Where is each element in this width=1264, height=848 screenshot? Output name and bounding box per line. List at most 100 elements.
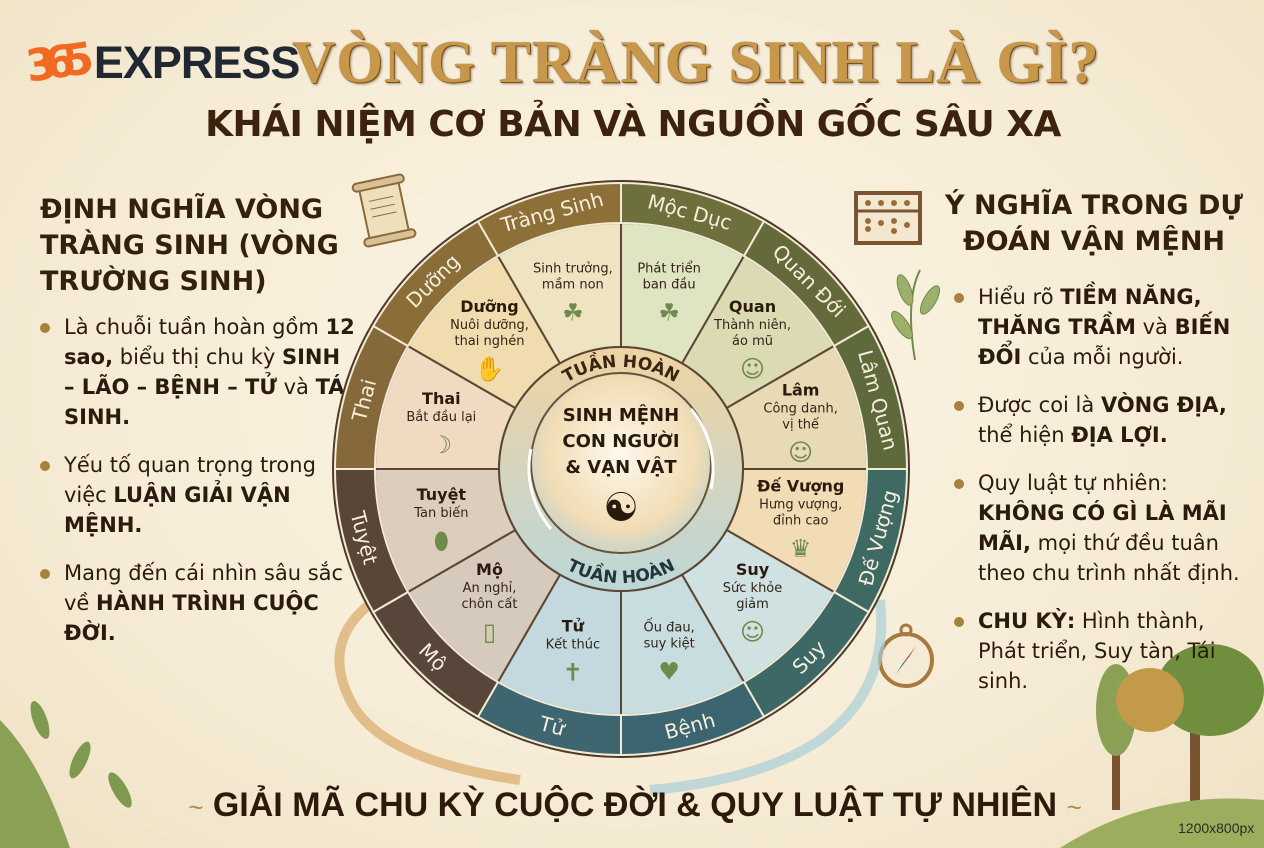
segment-desc: giảm	[736, 597, 769, 612]
elder-icon: ☺	[740, 618, 765, 646]
fetus-icon: ☽	[431, 431, 453, 459]
segment-desc: Bắt đầu lại	[406, 410, 476, 425]
bullet-text: Quy luật tự nhiên:	[978, 471, 1168, 495]
footer-banner: ~ GIẢI MÃ CHU KỲ CUỘC ĐỜI & QUY LUẬT TỰ …	[160, 786, 1110, 825]
brand-logo[interactable]: 365 EXPRESS	[23, 32, 301, 94]
grave-cross-icon: ✝	[563, 659, 583, 687]
cycle-arrow-icon	[527, 448, 553, 530]
segment-desc: Công danh,	[763, 401, 837, 416]
bullet-item: Mang đến cái nhìn sâu sắc về HÀNH TRÌNH …	[36, 558, 356, 648]
bullet-text: Yếu tố quan trọng trong việc	[64, 453, 316, 507]
segment-desc: Thành niên,	[713, 318, 791, 333]
segment-title: Tuyệt	[417, 485, 467, 504]
scroll-icon	[351, 173, 417, 248]
segment-desc: đỉnh cao	[773, 514, 829, 529]
bullet-dot-icon	[954, 617, 964, 627]
size-note: 1200x800px	[1178, 820, 1255, 836]
center-core	[530, 372, 712, 554]
bullet-emphasis: BIẾN ĐỔI	[978, 315, 1231, 369]
bullet-emphasis: ĐỊA LỢI.	[1071, 423, 1168, 447]
bullet-text: và	[276, 375, 316, 399]
page-subtitle: KHÁI NIỆM CƠ BẢN VÀ NGUỒN GỐC SÂU XA	[205, 104, 1061, 145]
bullet-item: Được coi là VÒNG ĐỊA, thể hiện ĐỊA LỢI.	[950, 390, 1250, 450]
bullet-dot-icon	[954, 293, 964, 303]
swirl-right-icon: ~	[1066, 792, 1082, 822]
sprout-icon: ☘	[562, 298, 584, 326]
yin-yang-icon: ☯	[603, 485, 639, 531]
bullet-emphasis: SINH – LÃO – BỆNH – TỬ	[64, 345, 341, 399]
segment-desc: Hưng vượng,	[759, 498, 842, 513]
definition-heading: ĐỊNH NGHĨA VÒNG TRÀNG SINH (VÒNG TRƯỜNG …	[40, 194, 339, 297]
bullet-item: Hiểu rõ TIỀM NĂNG, THĂNG TRẦM và BIẾN ĐỔ…	[950, 282, 1250, 372]
segment-title: Tử	[562, 617, 585, 636]
abacus-icon	[854, 191, 922, 245]
swirl-water	[649, 599, 887, 795]
sprout-icon: ☘	[658, 298, 680, 326]
bullet-item: Là chuỗi tuần hoàn gồm 12 sao, biểu thị …	[36, 312, 356, 432]
cycle-arrow-icon	[689, 408, 715, 490]
segment-title: Mộ	[476, 560, 503, 579]
segment-desc: Nuôi dưỡng,	[450, 318, 529, 333]
bullet-text: Hình thành, Phát triển, Suy tàn, Tái sin…	[978, 609, 1216, 693]
bullet-dot-icon	[954, 479, 964, 489]
segment-desc: thai nghén	[454, 334, 524, 349]
segment-desc: An nghỉ,	[463, 581, 517, 596]
segment-desc: Tan biến	[413, 506, 468, 521]
bullet-text: Được coi là	[978, 393, 1101, 417]
bullet-emphasis: LUẬN GIẢI VẬN MỆNH.	[64, 483, 291, 537]
bullet-emphasis: KHÔNG CÓ GÌ LÀ MÃI MÃI,	[978, 501, 1227, 555]
businessman-icon: ☺	[788, 438, 813, 466]
bullet-item: Yếu tố quan trọng trong việc LUẬN GIẢI V…	[36, 450, 356, 540]
bullet-emphasis: TIỀM NĂNG, THĂNG TRẦM	[978, 285, 1202, 339]
tree-icon	[0, 644, 1264, 848]
segment-desc: mầm non	[542, 277, 604, 292]
swirl-left-icon: ~	[188, 792, 204, 822]
segment-title: Thai	[422, 389, 461, 408]
bullet-item: Quy luật tự nhiên: KHÔNG CÓ GÌ LÀ MÃI MÃ…	[950, 468, 1250, 588]
segment-title: Dưỡng	[460, 297, 519, 316]
bullet-text: và	[1135, 315, 1175, 339]
center-text: & VẠN VẬT	[565, 456, 677, 478]
bullet-text: mọi thứ đều tuân theo chu trình nhất địn…	[978, 531, 1240, 585]
definition-bullets: Là chuỗi tuần hoàn gồm 12 sao, biểu thị …	[36, 312, 356, 666]
bullet-dot-icon	[40, 461, 50, 471]
bullet-emphasis: CHU KỲ:	[978, 609, 1076, 633]
bullet-dot-icon	[954, 401, 964, 411]
segment-desc: Sinh trưởng,	[533, 261, 613, 276]
segment-desc: ban đầu	[643, 277, 696, 292]
center-text: SINH MỆNH	[563, 404, 679, 426]
segment-title: Quan	[729, 297, 776, 316]
bullet-text: của mỗi người.	[1021, 345, 1184, 369]
meaning-bullets: Hiểu rõ TIỀM NĂNG, THĂNG TRẦM và BIẾN ĐỔ…	[950, 282, 1250, 714]
swirl-gold	[334, 595, 521, 785]
segment-desc: chôn cất	[462, 597, 518, 612]
bullet-text: Mang đến cái nhìn sâu sắc về	[64, 561, 344, 615]
bullet-text: biểu thị chu kỳ	[113, 345, 282, 369]
egg-icon: ⬮	[434, 527, 449, 555]
bullet-dot-icon	[40, 569, 50, 579]
segment-title: Lâm	[782, 380, 820, 399]
plant-icon	[891, 269, 941, 361]
segment-desc: vị thế	[782, 417, 819, 432]
sickbed-icon: ♥	[658, 658, 680, 686]
segment-title: Suy	[736, 560, 770, 579]
bullet-emphasis: 12 sao,	[64, 315, 355, 369]
segment-band	[476, 181, 622, 258]
hand-drop-icon: ✋	[475, 355, 505, 383]
segment-desc: Kết thúc	[546, 638, 600, 653]
bullet-item: CHU KỲ: Hình thành, Phát triển, Suy tàn,…	[950, 606, 1250, 696]
bullet-text: Là chuỗi tuần hoàn gồm	[64, 315, 326, 339]
segment-desc: Phát triển	[637, 261, 701, 276]
segment-desc: áo mũ	[732, 334, 773, 349]
page-title: VÒNG TRÀNG SINH LÀ GÌ?	[292, 29, 1100, 95]
meaning-heading: Ý NGHĨA TRONG DỰ ĐOÁN VẬN MỆNH	[945, 190, 1243, 257]
center-text: CON NGƯỜI	[562, 430, 679, 452]
